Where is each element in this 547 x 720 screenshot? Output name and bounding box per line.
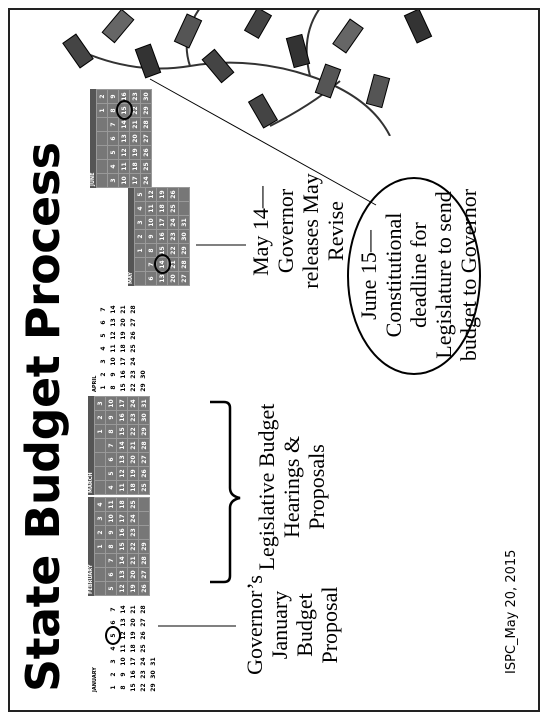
june-line-4: Legislature to send (431, 180, 456, 370)
banknote-icons (63, 8, 432, 128)
june-deadline-label: June 15— Constitutional deadline for Leg… (356, 180, 481, 370)
june-line-3: deadline for (406, 180, 431, 370)
governor-line-2: January (267, 570, 292, 680)
june-line-1: June 15— (356, 180, 381, 370)
may-revise-label: May 14— Governor releases May Revise (248, 166, 348, 296)
may-line-4: Revise (323, 166, 348, 296)
legislative-line-3: Proposals (304, 402, 329, 572)
june-line-2: Constitutional (381, 180, 406, 370)
june-line-5: budget to Governor (456, 180, 481, 370)
governor-proposal-label: Governor’s January Budget Proposal (242, 570, 342, 680)
legislative-line-2: Hearings & (279, 402, 304, 572)
may-line-3: releases May (298, 166, 323, 296)
money-illustration (10, 8, 540, 136)
legislative-bracket (210, 402, 240, 582)
may-line-1: May 14— (248, 166, 273, 296)
governor-line-4: Proposal (317, 570, 342, 680)
governor-line-3: Budget (292, 570, 317, 680)
may-line-2: Governor (273, 166, 298, 296)
governor-line-1: Governor’s (242, 570, 267, 680)
legislative-label: Legislative Budget Hearings & Proposals (254, 402, 329, 572)
slide-footer: ISPC_May 20, 2015 (504, 550, 519, 674)
legislative-line-1: Legislative Budget (254, 402, 279, 572)
